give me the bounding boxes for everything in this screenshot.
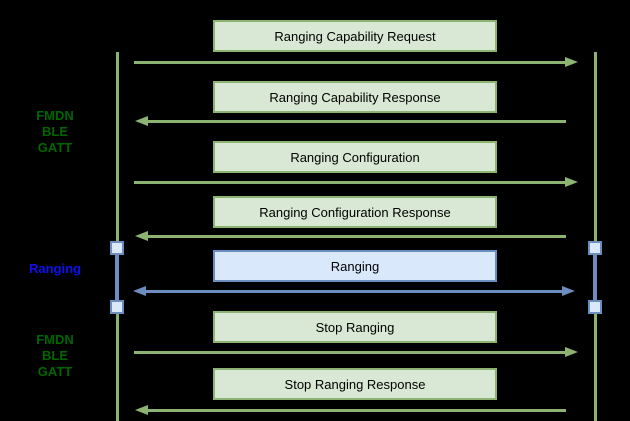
message-box-ranging-configuration: Ranging Configuration — [213, 141, 497, 173]
message-box-stop-ranging: Stop Ranging — [213, 311, 497, 343]
section-label-line: BLE — [42, 124, 68, 139]
activation-marker — [110, 241, 124, 255]
arrow-shaft — [134, 350, 567, 354]
arrow-right — [134, 56, 578, 68]
message-box-ranging-capability-request: Ranging Capability Request — [213, 20, 497, 52]
arrow-left — [135, 115, 566, 127]
section-label-line: BLE — [42, 348, 68, 363]
arrowhead-right-icon — [565, 56, 578, 67]
message-box-ranging-capability-response: Ranging Capability Response — [213, 81, 497, 113]
arrowhead-right-icon — [565, 176, 578, 187]
arrow-left — [135, 404, 566, 416]
arrow-right — [134, 176, 578, 188]
message-box-stop-ranging-response: Stop Ranging Response — [213, 368, 497, 400]
section-label-line: GATT — [37, 140, 73, 155]
message-box-ranging: Ranging — [213, 250, 497, 282]
left-lifeline — [116, 52, 119, 421]
section-label-line: FMDN — [36, 332, 74, 347]
section-label-line: GATT — [37, 364, 73, 379]
arrow-left — [135, 230, 566, 242]
section-label-ranging: Ranging — [5, 261, 105, 277]
arrow-shaft — [144, 289, 564, 293]
section-label-line: FMDN — [36, 108, 74, 123]
activation-marker — [110, 300, 124, 314]
arrowhead-right-icon — [565, 346, 578, 357]
section-label-fmdn-ble-gatt-top: FMDN BLE GATT — [5, 108, 105, 156]
arrow-shaft — [134, 180, 567, 184]
section-label-fmdn-ble-gatt-bottom: FMDN BLE GATT — [5, 332, 105, 380]
message-box-ranging-configuration-response: Ranging Configuration Response — [213, 196, 497, 228]
right-lifeline-ranging-segment — [593, 245, 597, 310]
arrow-bidirectional — [133, 285, 575, 297]
arrow-right — [134, 346, 578, 358]
arrow-shaft — [134, 60, 567, 64]
arrow-shaft — [146, 408, 566, 412]
arrow-shaft — [146, 119, 566, 123]
arrowhead-right-icon — [562, 285, 575, 296]
right-lifeline — [594, 52, 597, 421]
arrow-shaft — [146, 234, 566, 238]
arrowhead-left-icon — [135, 404, 148, 415]
arrowhead-left-icon — [135, 230, 148, 241]
arrowhead-left-icon — [135, 115, 148, 126]
left-lifeline-ranging-segment — [115, 245, 119, 310]
section-label-line: Ranging — [29, 261, 81, 276]
activation-marker — [588, 300, 602, 314]
arrowhead-left-icon — [133, 285, 146, 296]
activation-marker — [588, 241, 602, 255]
